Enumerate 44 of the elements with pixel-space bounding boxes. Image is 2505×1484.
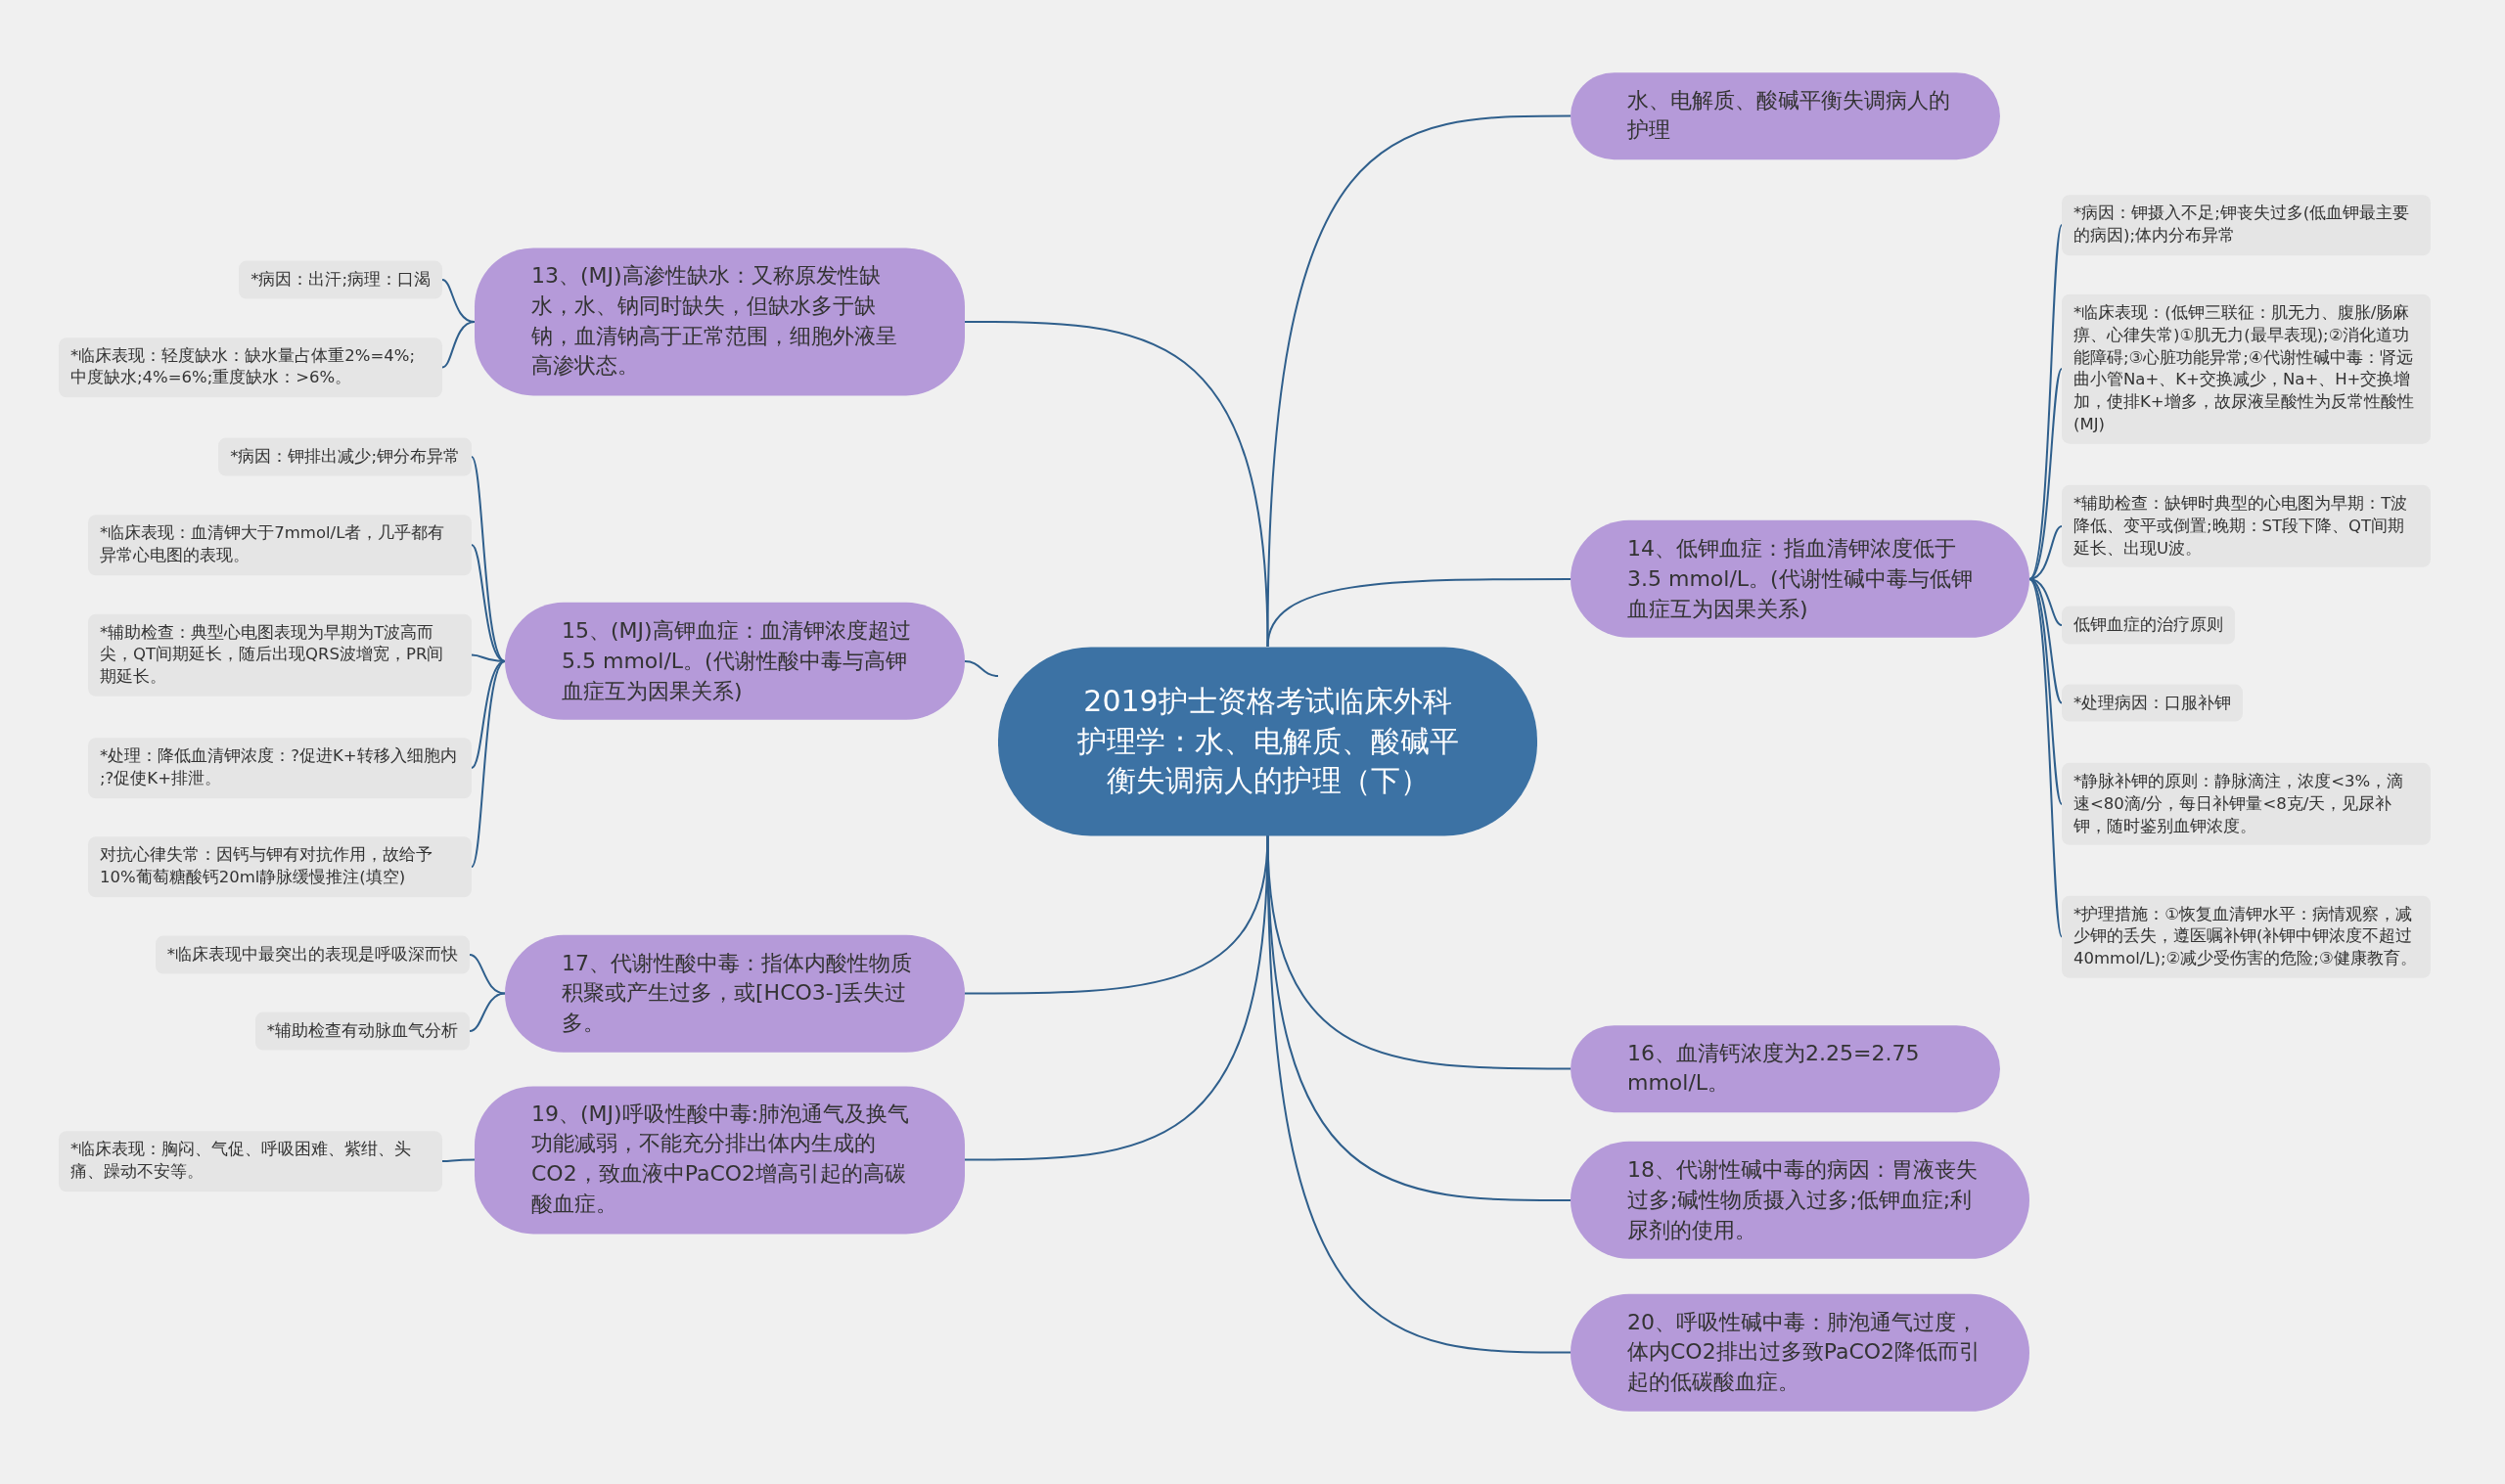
connector-line [471,660,506,868]
note-card: *护理措施：①恢复血清钾水平：病情观察，减少钾的丢失，遵医嘱补钾(补钾中钾浓度不超过40mmol/L);②减少受伤害的危险;③健康教育。 [2062,895,2431,978]
connector-line [2028,224,2063,580]
note-card: *临床表现：血清钾大于7mmol/L者，几乎都有异常心电图的表现。 [88,515,472,575]
topic-pill: 15、(MJ)高钾血症：血清钾浓度超过5.5 mmol/L。(代谢性酸中毒与高钾血症互为因果关系) [505,602,965,721]
connector-line [1266,578,1571,648]
note-card: *临床表现中最突出的表现是呼吸深而快 [155,935,470,974]
note-card: *临床表现：(低钾三联征：肌无力、腹胀/肠麻痹、心律失常)①肌无力(最早表现);②消化道功能障碍;③心脏功能异常;④代谢性碱中毒：肾远曲小管Na+、K+交换减少，Na+、H+交换增加，使排K+增多，故尿液呈酸性为反常性酸性(MJ) [2062,293,2431,444]
connector-line [441,321,476,369]
note-card: 低钾血症的治疗原则 [2062,606,2235,645]
topic-pill: 19、(MJ)呼吸性酸中毒:肺泡通气及换气功能减弱，不能充分排出体内生成的CO2，致血液中PaCO2增高引起的高碳酸血症。 [475,1085,965,1235]
note-card: *处理病因：口服补钾 [2062,684,2244,722]
note-card: *处理：降低血清钾浓度：?促进K+转移入细胞内 ;?促使K+排泄。 [88,738,472,798]
note-card: *临床表现：胸闷、气促、呼吸困难、紫绀、头痛、躁动不安等。 [59,1131,442,1192]
topic-pill: 16、血清钙浓度为2.25=2.75 mmol/L。 [1571,1024,2000,1113]
topic-pill: 13、(MJ)高渗性缺水：又称原发性缺水，水、钠同时缺失，但缺水多于缺钠，血清钠高于正常范围，细胞外液呈高渗状态。 [475,247,965,396]
note-card: *病因：钾摄入不足;钾丧失过多(低血钾最主要的病因);体内分布异常 [2062,195,2431,255]
connector-line [471,660,506,769]
note-card: *静脉补钾的原则：静脉滴注，浓度<3%，滴速<80滴/分，每日补钾量<8克/天，见尿补钾，随时鉴别血钾浓度。 [2062,762,2431,846]
connector-line [2028,578,2063,805]
connector-line [471,544,506,662]
topic-pill: 17、代谢性酸中毒：指体内酸性物质积聚或产生过多，或[HCO3-]丢失过多。 [505,934,965,1053]
central-topic: 2019护士资格考试临床外科护理学：水、电解质、酸碱平衡失调病人的护理（下） [998,647,1537,835]
connector-line [469,992,506,1032]
connector-line [1266,834,1571,1354]
note-card: *病因：出汗;病理：口渴 [239,260,442,299]
connector-line [469,954,506,995]
topic-pill: 20、呼吸性碱中毒：肺泡通气过度，体内CO2排出过多致PaCO2降低而引起的低碳酸血症。 [1571,1293,2029,1412]
note-card: *临床表现：轻度缺水：缺水量占体重2%=4%;中度缺水;4%=6%;重度缺水：>6%。 [59,337,442,398]
note-card: *病因：钾排出减少;钾分布异常 [218,437,472,476]
topic-pill: 14、低钾血症：指血清钾浓度低于3.5 mmol/L。(代谢性碱中毒与低钾血症互为因果关系) [1571,519,2029,639]
topic-pill: 水、电解质、酸碱平衡失调病人的护理 [1571,71,2000,160]
connector-line [964,660,999,677]
connector-line [471,456,506,662]
topic-pill: 18、代谢性碱中毒的病因：胃液丧失过多;碱性物质摄入过多;低钾血症;利尿剂的使用。 [1571,1141,2029,1260]
connector-line [964,834,1269,1161]
note-card: *辅助检查：典型心电图表现为早期为T波高而尖，QT间期延长，随后出现QRS波增宽，PR间期延长。 [88,613,472,697]
connector-line [2028,578,2063,938]
note-card: *辅助检查：缺钾时典型的心电图为早期：T波降低、变平或倒置;晚期：ST段下降、QT间期延长、出现U波。 [2062,484,2431,568]
connector-line [964,321,1269,648]
connector-line [441,1158,476,1162]
note-card: 对抗心律失常：因钙与钾有对抗作用，故给予10%葡萄糖酸钙20ml静脉缓慢推注(填空) [88,836,472,897]
note-card: *辅助检查有动脉血气分析 [254,1012,470,1051]
connector-line [2028,368,2063,580]
